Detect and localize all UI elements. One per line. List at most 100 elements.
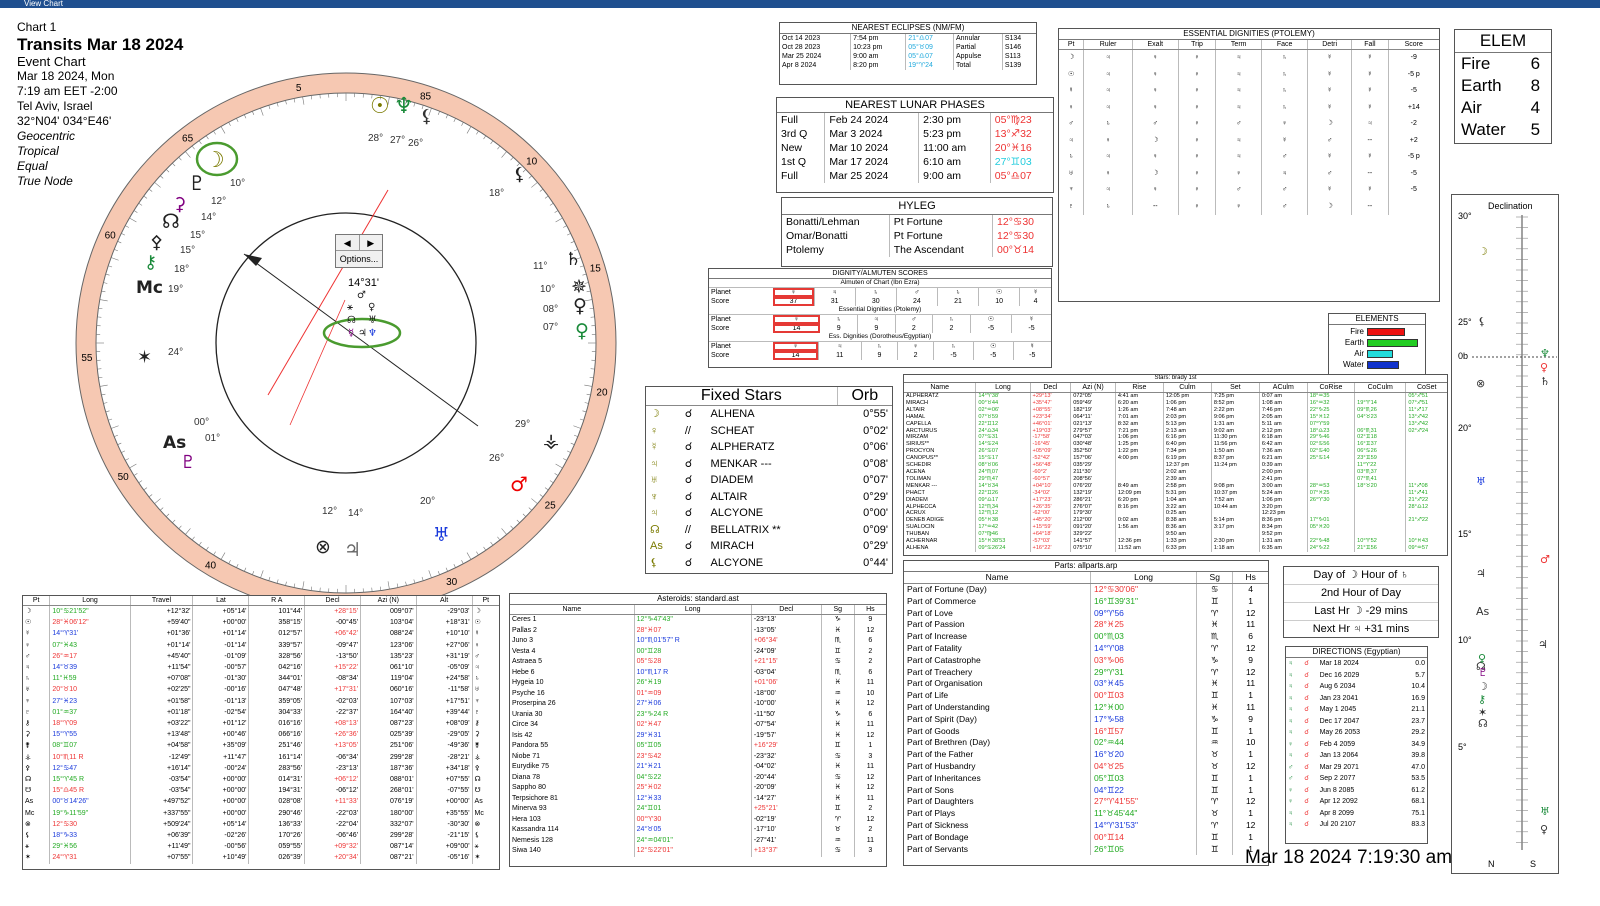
planet-row[interactable]: ☉28°♓06'12"+59'40"+00°00'358°15'-00°45'1… bbox=[23, 617, 499, 629]
planet-row[interactable]: ⚵08°♊07+04'58"+35°09'251°46'+13°05'251°0… bbox=[23, 740, 499, 752]
declination-planet-icon[interactable]: ♂ bbox=[1540, 553, 1550, 566]
dignity-row[interactable]: ♆♃♀♀♂♂☿☿-5 bbox=[1059, 182, 1439, 199]
planet-row[interactable]: ☽10°♋21'52"+12°32'+05°14'101°44'+28°15'0… bbox=[23, 605, 499, 618]
declination-planet-icon[interactable]: ⚸ bbox=[1478, 315, 1486, 328]
saturn-glyph-icon[interactable]: ⚸ bbox=[420, 106, 433, 127]
dignity-row[interactable]: ♅♀☽♀♀♃♂---5 bbox=[1059, 165, 1439, 182]
planet-row[interactable]: ☿14°♈31'+01°36'+01°14'012°57'+06°42'088°… bbox=[23, 628, 499, 640]
planet-row[interactable]: ♀07°♓43+01°14'-01°14'339°57'-09°47'123°0… bbox=[23, 639, 499, 651]
declination-planet-icon[interactable]: ☽ bbox=[1478, 245, 1488, 258]
declination-planet-icon[interactable]: ☊ bbox=[1476, 660, 1486, 673]
dignity-row[interactable]: ♇♄--♀♀♂☽-- bbox=[1059, 198, 1439, 215]
declination-planet-icon[interactable]: ☽ bbox=[1478, 680, 1488, 693]
pars-glyph-icon[interactable]: ♇ bbox=[180, 452, 196, 473]
sun-glyph-icon[interactable]: ☉ bbox=[370, 94, 390, 119]
mc-glyph-icon[interactable]: Mc bbox=[136, 278, 163, 298]
planet-row[interactable]: ⊗12°♋30+509'24"+05°14'136°33'-22°04'332°… bbox=[23, 818, 499, 831]
ceres-glyph-icon[interactable]: ⚶ bbox=[543, 430, 559, 452]
uranus-glyph-icon[interactable]: ♅ bbox=[433, 524, 450, 546]
planet-row[interactable]: ⚳15°♈55+13'48"+00°46'066°16'+26°36'025°3… bbox=[23, 729, 499, 741]
declination-planet-icon[interactable]: ☊ bbox=[1478, 717, 1488, 730]
pallas-glyph-icon[interactable]: ♄ bbox=[565, 249, 581, 270]
jupiter-glyph-icon[interactable]: ♃ bbox=[344, 539, 361, 561]
planet-row[interactable]: ♇01°♒37+01'18"-02°54'304°33'-22°37'164°4… bbox=[23, 706, 499, 719]
dignity-row[interactable]: ♀♃♀♀♃♄☿☿+14 bbox=[1059, 99, 1439, 116]
planet-row[interactable]: ✶24°♈31+07'55"+10°49'026°39'+20°34'087°2… bbox=[23, 852, 499, 864]
planet-row[interactable]: ☋15°♎45 R-03'54"+00°00'194°31'-06°12'268… bbox=[23, 785, 499, 797]
planet-row[interactable]: ⚶10°♏11 R-12'49"+11°47'161°14'-06°34'299… bbox=[23, 751, 499, 763]
planet-row[interactable]: ⚷18°♈09+03'22"+01°12'016°16'+08°13'087°2… bbox=[23, 718, 499, 730]
planet-row[interactable]: ♃14°♉39+11'54"-00°57'042°16'+15°22'061°1… bbox=[23, 662, 499, 674]
prev-arrow-button[interactable]: ◀ bbox=[336, 235, 360, 250]
planet-row[interactable]: ☊15°♈45 R-03'54"+00°00'014°31'+06°12'088… bbox=[23, 774, 499, 786]
planet-row[interactable]: ⚴12°♋47+16'14"-00°24'283°56'-23°13'187°3… bbox=[23, 762, 499, 775]
venus-glyph-icon[interactable]: ⚳ bbox=[173, 194, 186, 215]
fixed-star-row[interactable]: ♃☌MENKAR ---0°08' bbox=[646, 456, 892, 473]
declination-planet-icon[interactable]: ⚷ bbox=[1478, 693, 1486, 706]
ascendant-glyph-icon[interactable]: As bbox=[163, 433, 186, 453]
dignity-row[interactable]: ☿♃♀♀♃♄☿☿-5 bbox=[1059, 83, 1439, 100]
planet-row[interactable]: ⚹29°♓56+11'49"-00°56'059°55'+09°32'087°1… bbox=[23, 841, 499, 853]
declination-planet-icon[interactable]: ♃ bbox=[1476, 567, 1486, 580]
vertex-glyph-icon[interactable]: ✶ bbox=[137, 347, 152, 368]
declination-planet-icon[interactable]: ♅ bbox=[1540, 805, 1550, 818]
fortune-glyph-icon[interactable]: ⊗ bbox=[315, 536, 331, 558]
